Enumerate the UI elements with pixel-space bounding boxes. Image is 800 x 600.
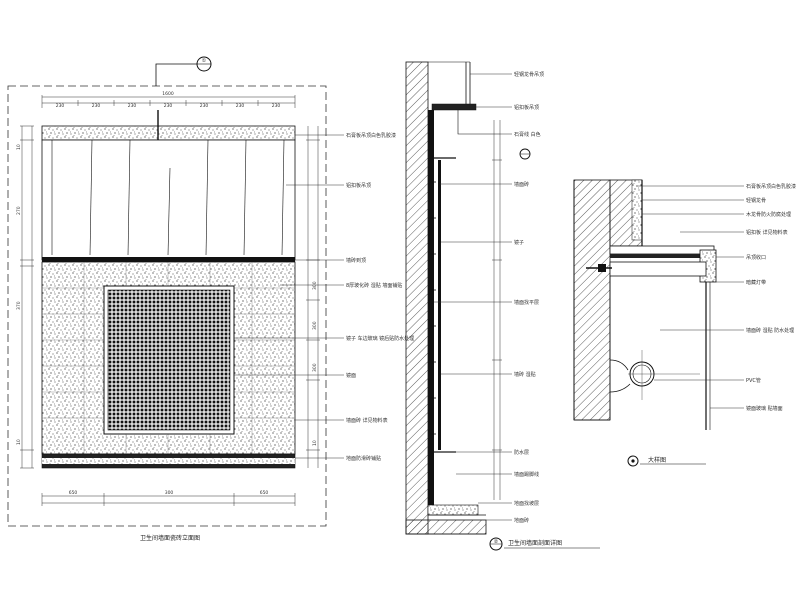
side-dim-r4: 10 bbox=[312, 440, 318, 446]
detail-title-marker bbox=[627, 455, 639, 467]
bottom-dimension: 650 300 650 bbox=[41, 490, 296, 506]
section-skirting bbox=[427, 504, 479, 516]
detail-title: 大样图 bbox=[648, 456, 666, 464]
side-dim-2: 270 bbox=[16, 206, 22, 215]
det-label-4: 铝扣板 详见物料表 bbox=[746, 229, 788, 236]
detail-wall bbox=[573, 179, 611, 421]
top-dim-1: 230 bbox=[56, 103, 65, 109]
top-dim-3: 230 bbox=[128, 103, 137, 109]
upper-panel-dividers bbox=[51, 139, 285, 256]
elev-label-3: 墙砖到顶 bbox=[346, 257, 366, 264]
detail-ceiling-strip bbox=[610, 254, 714, 258]
elevation-marker-text: ① bbox=[202, 58, 207, 64]
elevation-frame bbox=[7, 85, 327, 527]
skirting-inner bbox=[42, 458, 295, 464]
ceiling-band bbox=[41, 125, 296, 141]
detail-upper-lining bbox=[631, 179, 643, 241]
side-dim-r1: 300 bbox=[312, 281, 318, 290]
side-dimension-right: 300 300 300 10 bbox=[306, 126, 320, 468]
bottom-dim-1: 650 bbox=[69, 490, 78, 496]
sec-label-11: 地面砖 bbox=[514, 517, 529, 524]
side-dim-3: 370 bbox=[16, 301, 22, 310]
section-wall bbox=[405, 61, 429, 535]
section-ceiling-board bbox=[431, 103, 477, 111]
elev-label-5: 镜子 车边玻璃 镜后贴防水处理 bbox=[346, 335, 414, 342]
upper-panel-bottom-rail bbox=[42, 257, 295, 262]
det-label-6: 暗藏灯带 bbox=[746, 279, 766, 286]
det-label-5: 吊顶收口 bbox=[746, 254, 766, 261]
elev-label-6: 镜面 bbox=[346, 372, 356, 379]
elevation-title: 卫生间墙面瓷砖立面图 bbox=[140, 534, 200, 542]
elev-label-7: 墙面砖 详见物料表 bbox=[346, 417, 388, 424]
det-label-9: 镜面玻璃 贴墙面 bbox=[746, 405, 783, 412]
top-dim-4: 230 bbox=[164, 103, 173, 109]
side-dim-r2: 300 bbox=[312, 321, 318, 330]
det-label-1: 石膏板吊顶白色乳胶漆 bbox=[746, 183, 796, 190]
section-anchors bbox=[430, 181, 436, 435]
det-label-3: 木龙骨防火防腐处理 bbox=[746, 211, 791, 218]
section-leaders bbox=[434, 73, 512, 521]
section-view: 轻钢龙骨吊顶 铝扣板吊顶 石膏线 白色 墙面砖 镜子 墙面找平层 墙砖 湿贴 防… bbox=[405, 61, 600, 551]
sec-label-10: 地面找坡层 bbox=[514, 500, 539, 507]
elevation-leaders bbox=[234, 134, 344, 459]
sec-label-7: 墙砖 湿贴 bbox=[514, 371, 536, 378]
detail-ceiling-board bbox=[609, 245, 715, 255]
det-label-2: 轻钢龙骨 bbox=[746, 197, 766, 204]
side-dim-1: 10 bbox=[16, 144, 22, 150]
top-dimension: 1600 230 230 230 230 230 230 230 bbox=[41, 91, 296, 109]
elev-label-1: 石膏板吊顶白色乳胶漆 bbox=[346, 132, 396, 139]
section-wall-lining bbox=[428, 110, 434, 515]
sec-label-8: 防水层 bbox=[514, 449, 529, 456]
side-dim-r3: 300 bbox=[312, 363, 318, 372]
sec-label-6: 墙面找平层 bbox=[514, 299, 539, 306]
bottom-dim-3: 650 bbox=[260, 490, 269, 496]
top-dim-6: 230 bbox=[236, 103, 245, 109]
sec-label-5: 镜子 bbox=[514, 239, 524, 246]
sec-label-9: 墙面踢脚线 bbox=[514, 471, 539, 478]
elev-label-8: 地面防滑砖铺贴 bbox=[346, 455, 381, 462]
top-dim-5: 230 bbox=[200, 103, 209, 109]
sec-label-3: 石膏线 白色 bbox=[514, 131, 541, 138]
bottom-dim-2: 300 bbox=[165, 490, 174, 496]
sec-label-1: 轻钢龙骨吊顶 bbox=[514, 71, 544, 78]
section-marker-text: ② bbox=[494, 539, 499, 545]
side-dimension-left: 10 270 370 10 bbox=[16, 125, 34, 469]
top-dim-2: 230 bbox=[92, 103, 101, 109]
det-label-8: PVC管 bbox=[746, 377, 761, 384]
detail-view: 石膏板吊顶白色乳胶漆 轻钢龙骨 木龙骨防火防腐处理 铝扣板 详见物料表 吊顶收口… bbox=[573, 179, 796, 467]
top-dim-7: 230 bbox=[272, 103, 281, 109]
sec-label-4: 墙面砖 bbox=[514, 181, 529, 188]
det-label-7: 墙面砖 湿贴 防水处理 bbox=[746, 327, 794, 334]
section-panel-line bbox=[438, 160, 441, 450]
sec-label-2: 铝扣板吊顶 bbox=[514, 104, 539, 111]
section-slab-bottom bbox=[405, 519, 487, 535]
section-title: 卫生间墙面剖面详图 bbox=[508, 539, 562, 547]
top-dim-total: 1600 bbox=[162, 91, 174, 97]
elevation-view: ① 1600 230 230 230 230 230 230 230 bbox=[7, 56, 414, 542]
side-dim-4: 10 bbox=[16, 439, 22, 445]
mirror-grid bbox=[107, 289, 231, 431]
elev-label-2: 铝扣板吊顶 bbox=[346, 182, 371, 189]
elev-label-4: 8厚玻化砖 湿贴 墙面铺贴 bbox=[346, 282, 402, 289]
detail-leaders bbox=[636, 185, 744, 409]
detail-trim bbox=[609, 261, 707, 277]
